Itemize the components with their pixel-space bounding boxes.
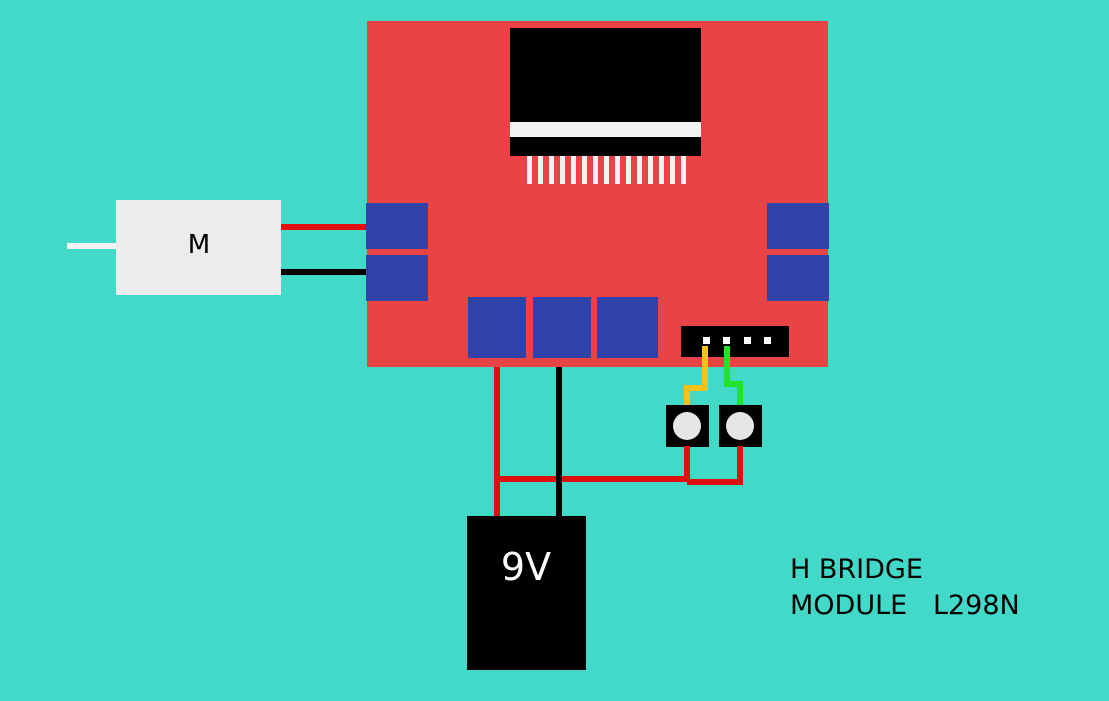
terminal-power-5v: [597, 297, 658, 358]
chip-pin: [571, 156, 576, 184]
push-button-1: [666, 405, 709, 447]
terminal-out2: [366, 255, 428, 301]
header-pin: [744, 337, 751, 344]
chip-pin: [615, 156, 620, 184]
chip-pin: [582, 156, 587, 184]
wire-red-buttons-2: [687, 446, 743, 485]
motor-label: M: [188, 230, 210, 260]
chip-pin: [560, 156, 565, 184]
chip-pin: [538, 156, 543, 184]
motor-body: [116, 200, 281, 295]
chip-stripe: [510, 122, 701, 137]
terminal-out1: [366, 203, 428, 249]
header-pin: [703, 337, 710, 344]
chip-pin: [659, 156, 664, 184]
header-pin: [764, 337, 771, 344]
chip-pin: [549, 156, 554, 184]
chip-pin: [626, 156, 631, 184]
chip-pin: [637, 156, 642, 184]
chip-pin: [604, 156, 609, 184]
chip-pin: [527, 156, 532, 184]
battery-9v: [467, 516, 586, 670]
push-button-2: [719, 405, 762, 447]
chip-pin: [670, 156, 675, 184]
terminal-power-12v: [468, 297, 526, 358]
diagram-title-line2: MODULE L298N: [790, 590, 1020, 621]
chip-pin: [648, 156, 653, 184]
diagram-title-line1: H BRIDGE: [790, 554, 923, 585]
input-header: [681, 326, 789, 357]
chip-pin: [593, 156, 598, 184]
terminal-power-gnd: [533, 297, 591, 358]
wire-yellow: [684, 346, 708, 407]
terminal-out3: [767, 203, 829, 249]
button-cap: [726, 412, 754, 440]
battery-label: 9V: [501, 545, 551, 589]
wire-green: [724, 346, 743, 407]
button-cap: [673, 412, 701, 440]
header-pin: [723, 337, 730, 344]
terminal-out4: [767, 255, 829, 301]
h-bridge-module: [366, 21, 829, 367]
chip-pin: [681, 156, 686, 184]
chip-pins: [527, 156, 686, 184]
